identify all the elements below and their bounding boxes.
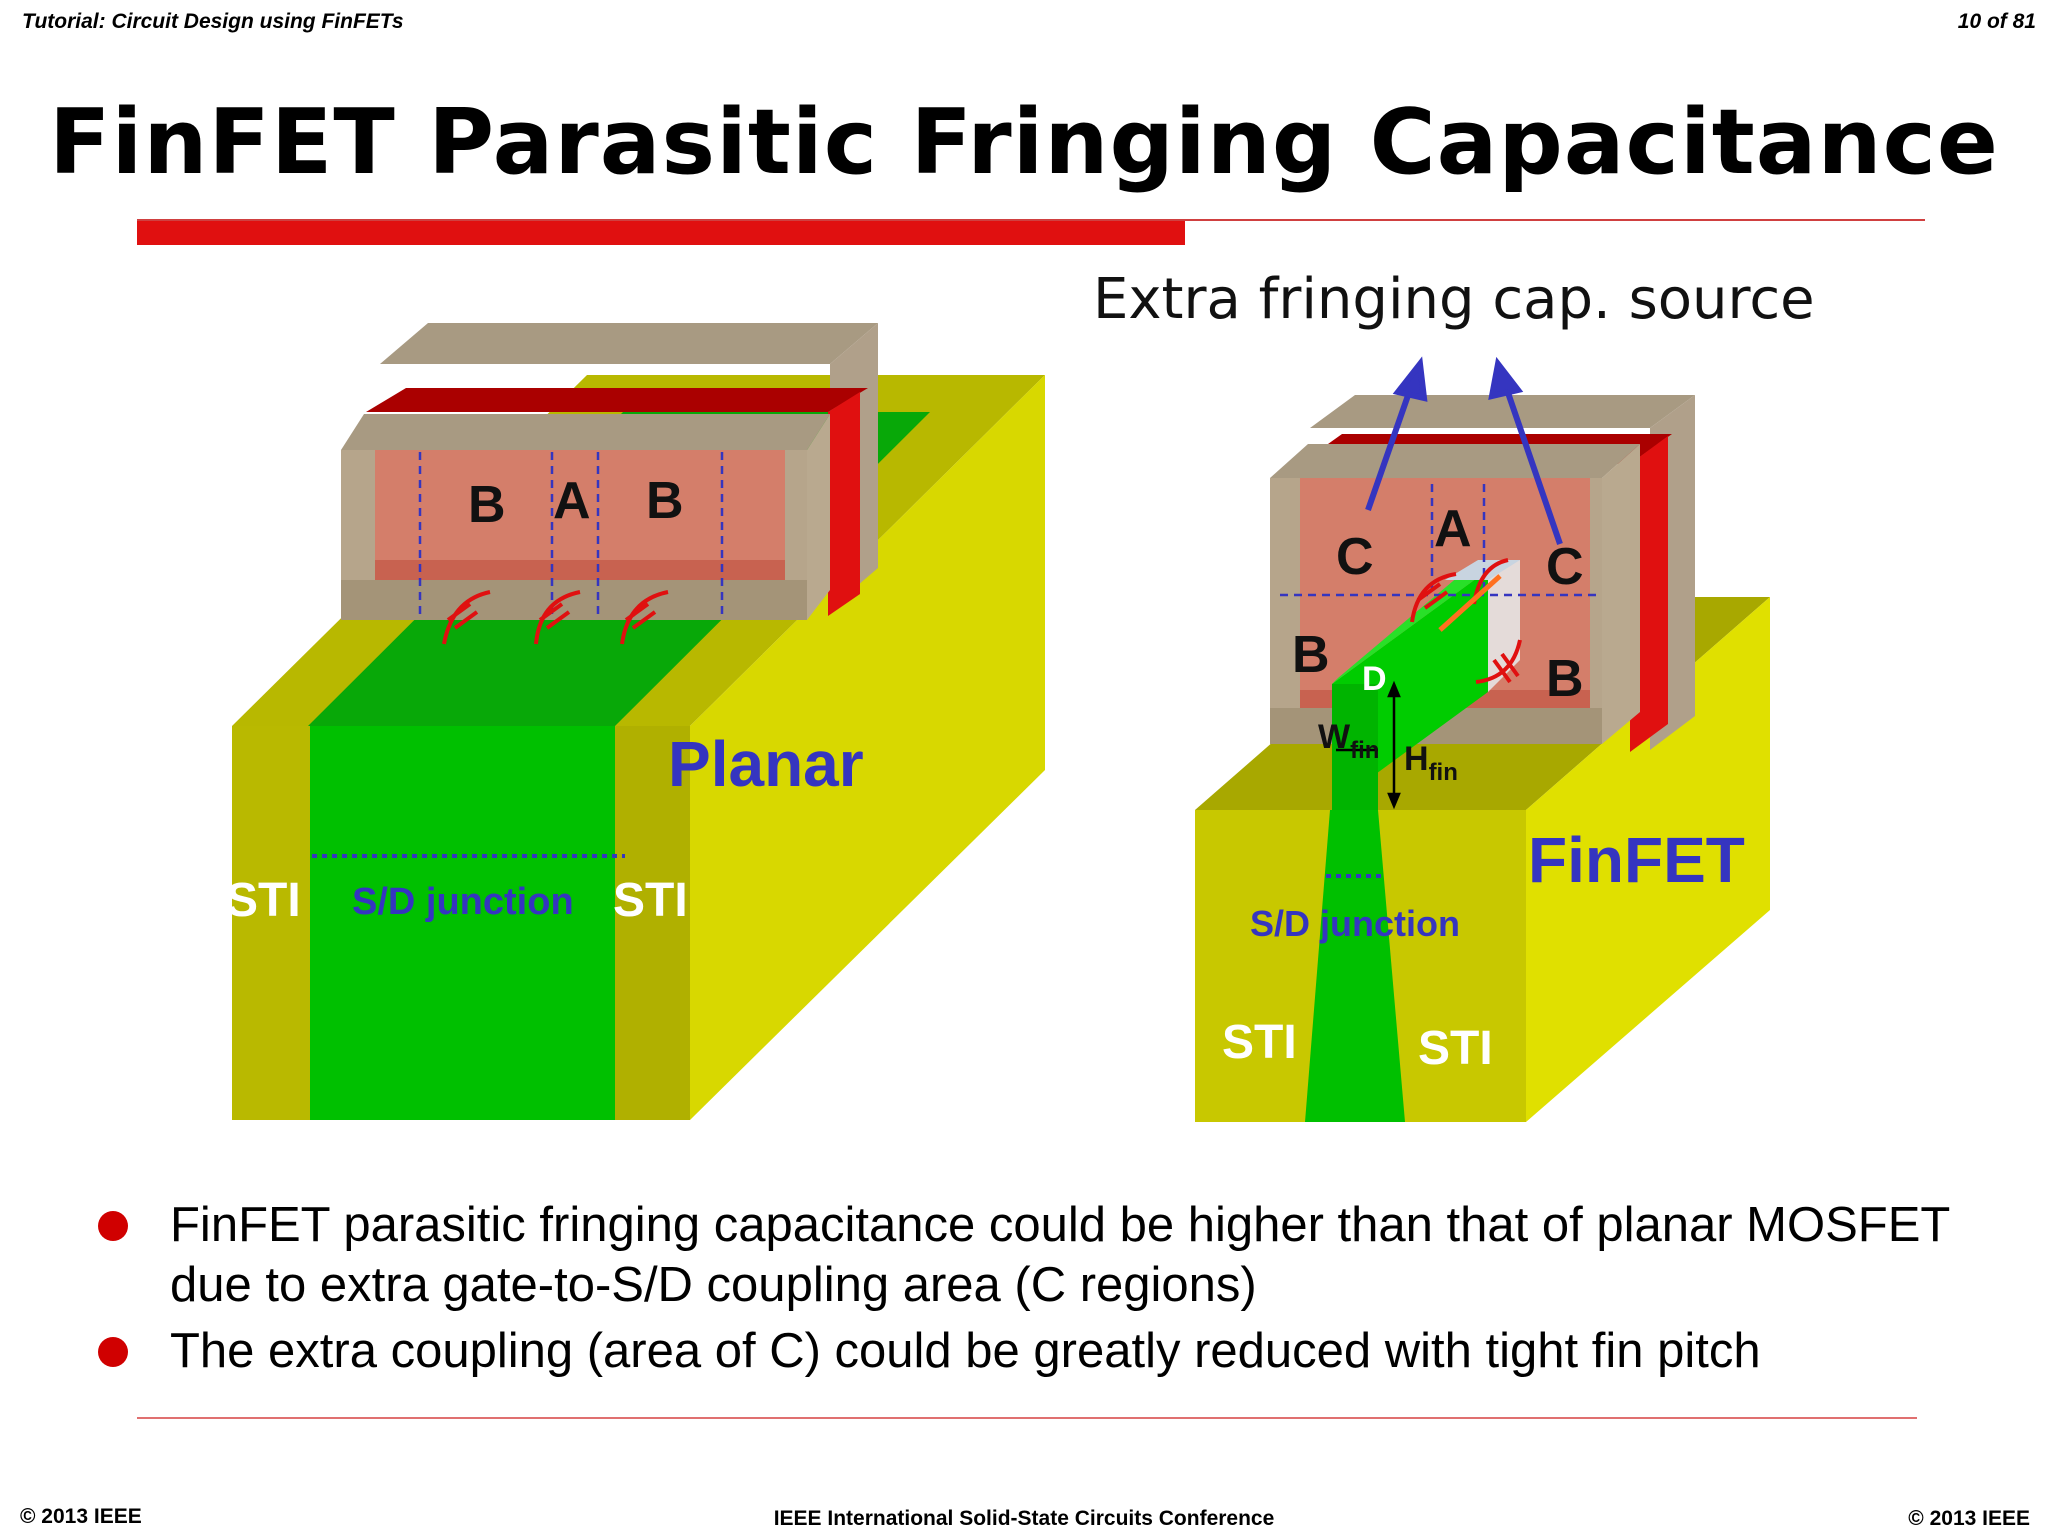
finfet-substrate-side	[1526, 597, 1770, 1122]
planar-capacitor-symbols	[442, 590, 669, 645]
planar-gate-top	[366, 388, 868, 412]
title-underline-thin	[137, 219, 1925, 221]
slide-title: FinFET Parasitic Fringing Capacitance	[49, 90, 1999, 195]
bullet-dot-icon	[98, 1337, 128, 1367]
svg-text:A: A	[1434, 500, 1472, 558]
svg-text:A: A	[553, 472, 591, 530]
svg-text:B: B	[1546, 650, 1584, 708]
fringing-cap-annotation: Extra fringing cap. source	[1093, 267, 1815, 332]
svg-text:C: C	[1336, 528, 1374, 586]
footer-copyright-left: © 2013 IEEE	[20, 1505, 142, 1528]
slide-header-title: Tutorial: Circuit Design using FinFETs	[22, 10, 404, 33]
finfet-fin-base	[1305, 810, 1405, 1122]
footer-copyright-right: © 2013 IEEE	[1908, 1507, 2030, 1530]
w-fin-label: Wfin	[1318, 718, 1379, 764]
planar-sd-junction-label: S/D junction	[352, 881, 574, 923]
bullet-list: FinFET parasitic fringing capacitance co…	[95, 1195, 1995, 1387]
planar-device: B A B Planar STI STI S/D junction	[226, 323, 1045, 1120]
planar-sti-right: STI	[613, 874, 688, 927]
planar-sd-junction-front	[310, 726, 615, 1120]
svg-text:B: B	[646, 472, 684, 530]
planar-sti-left: STI	[226, 874, 301, 927]
svg-text:D: D	[1362, 660, 1387, 698]
planar-label: Planar	[668, 728, 864, 800]
footer-conference: IEEE International Solid-State Circuits …	[773, 1507, 1275, 1530]
h-fin-label: Hfin	[1404, 740, 1458, 786]
finfet-device: A C C B B D Wfin Hfin S/D junction STI S…	[1195, 356, 1770, 1122]
finfet-label: FinFET	[1528, 824, 1745, 896]
planar-substrate-side	[690, 375, 1045, 1120]
bullet-item: FinFET parasitic fringing capacitance co…	[95, 1195, 1995, 1315]
planar-gate-side	[828, 392, 860, 616]
finfet-sti-left: STI	[1222, 1016, 1297, 1069]
footer-divider	[137, 1417, 1917, 1419]
svg-text:B: B	[1292, 626, 1330, 684]
fringing-field-arrows	[1365, 356, 1563, 545]
finfet-fin-front	[1332, 684, 1378, 810]
planar-sti-strip	[615, 726, 690, 1120]
title-underline-accent	[137, 221, 1185, 245]
finfet-vs-planar-diagram: Extra fringing cap. source	[226, 267, 1815, 1122]
slide-page-number: 10 of 81	[1957, 10, 2036, 33]
svg-text:B: B	[468, 476, 506, 534]
svg-text:C: C	[1546, 538, 1584, 596]
bullet-item: The extra coupling (area of C) could be …	[95, 1321, 1995, 1381]
finfet-sti-right: STI	[1418, 1022, 1493, 1075]
finfet-capacitor-symbols	[1410, 558, 1522, 684]
finfet-sd-junction-label: S/D junction	[1250, 903, 1460, 944]
bullet-dot-icon	[98, 1211, 128, 1241]
